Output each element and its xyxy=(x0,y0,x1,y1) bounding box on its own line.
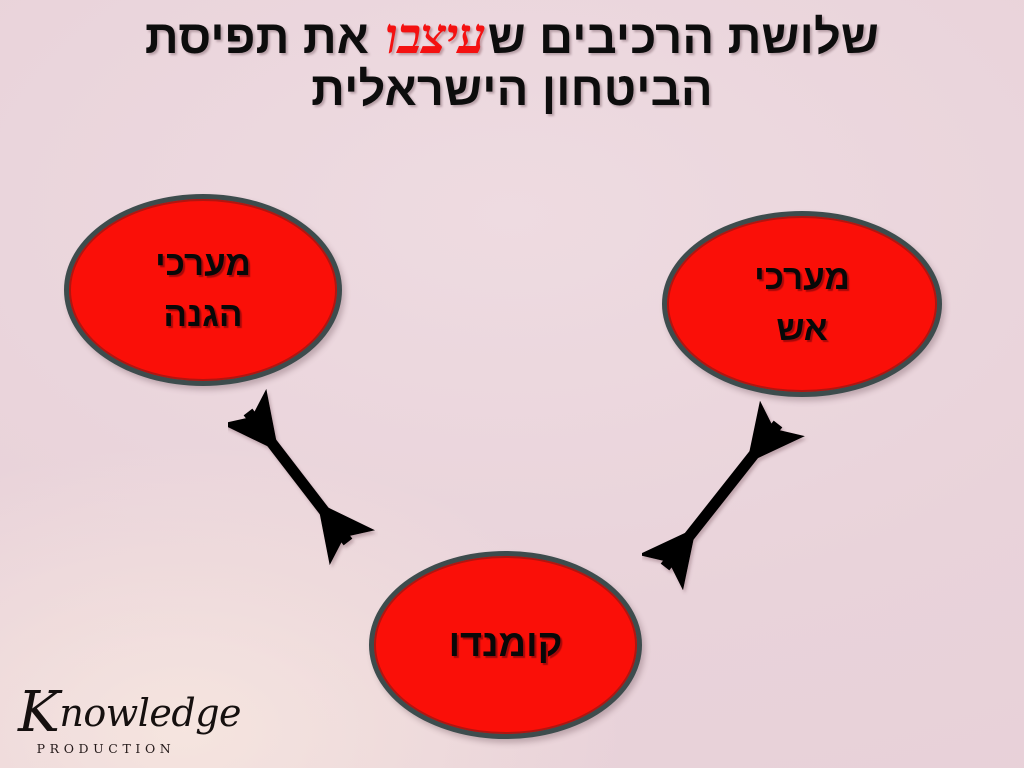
knowledge-production-logo: Knowledge PRODUCTION xyxy=(8,685,242,756)
node-defense-systems[interactable]: מערכי הגנה xyxy=(64,194,342,386)
connector-fire-commando xyxy=(638,400,805,591)
title-line-2: הביטחון הישראלית xyxy=(311,62,713,115)
node-defense-label-line1: מערכי xyxy=(155,244,251,284)
page-title: שלושת הרכיבים שעיצבו את תפיסת הביטחון הי… xyxy=(0,8,1024,115)
node-fire-label-line1: מערכי xyxy=(754,258,850,298)
title-line-1: שלושת הרכיבים שעיצבו את תפיסת xyxy=(0,8,1024,63)
title-accent-word: עיצבו xyxy=(385,6,485,65)
logo-initial: K xyxy=(18,680,60,746)
logo-wordmark: Knowledge xyxy=(8,685,242,741)
node-commando[interactable]: קומנדו xyxy=(369,551,642,739)
title-suffix: את תפיסת xyxy=(144,10,383,63)
node-fire-systems[interactable]: מערכי אש xyxy=(662,211,942,397)
logo-subtitle: PRODUCTION xyxy=(36,741,176,756)
node-fire-label-line2: אש xyxy=(776,309,828,348)
logo-word-rest: nowledge xyxy=(59,691,242,736)
title-prefix: שלושת הרכיבים ש xyxy=(487,10,880,63)
connector-defense-commando xyxy=(220,388,376,566)
node-commando-label: קומנדו xyxy=(448,623,563,666)
node-defense-label-line2: הגנה xyxy=(163,295,243,334)
